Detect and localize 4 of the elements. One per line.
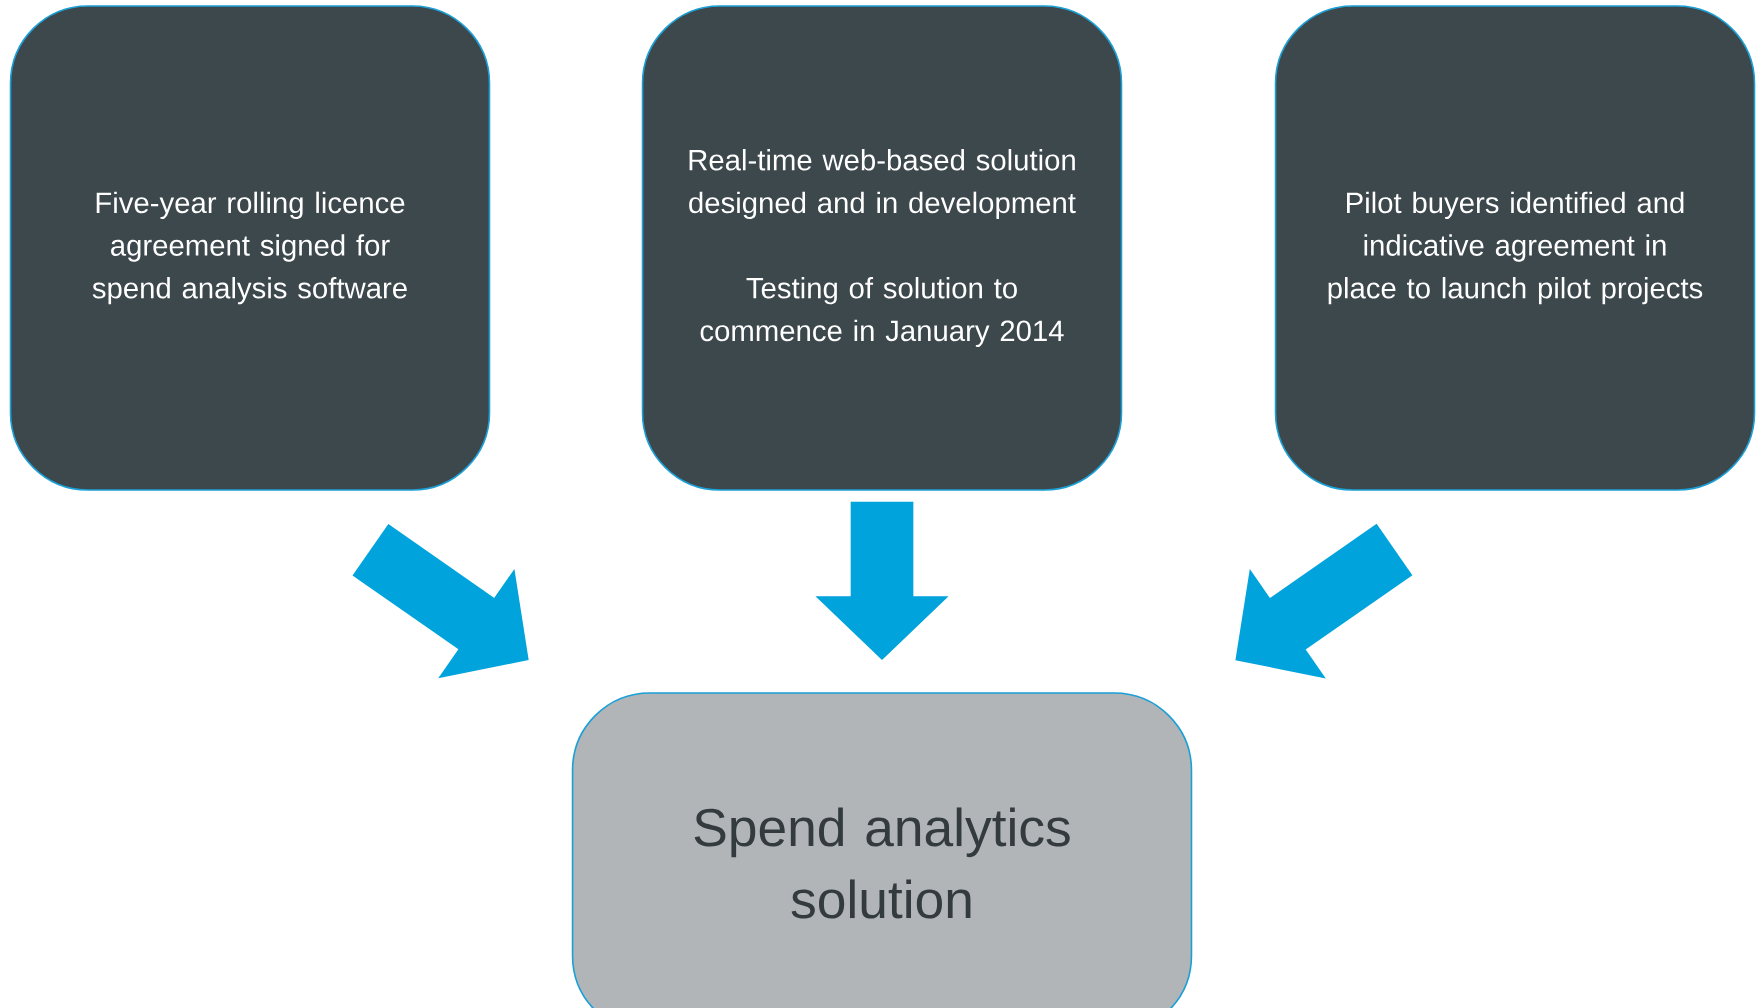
- process-box: Pilot buyers identified and indicative agreement in place to launch pilot projects: [1274, 5, 1756, 491]
- process-box: Real-time web-based solution designed and in development Testing of solution to commence in January 2014: [641, 5, 1123, 491]
- result-box: Spend analytics solution: [571, 692, 1193, 1008]
- process-box: Five-year rolling licence agreement signed for spend analysis software: [9, 5, 491, 491]
